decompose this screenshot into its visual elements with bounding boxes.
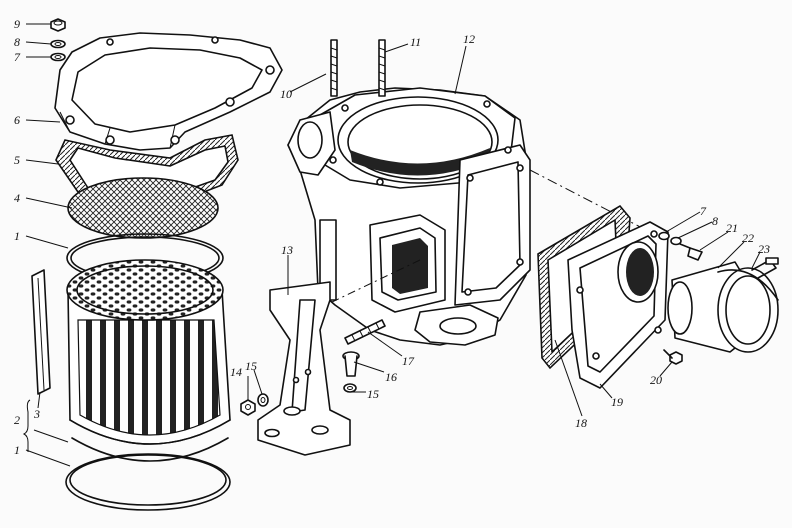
pipe-part-22 (667, 261, 779, 353)
washer-part-8 (50, 39, 66, 49)
washer-part-8-right (670, 236, 682, 246)
mesh-screen-part-4 (67, 177, 219, 239)
washer-part-15-left (257, 393, 269, 407)
nut-part-9 (50, 18, 66, 32)
callout-4: 4 (14, 191, 20, 205)
callout-8: 8 (14, 35, 20, 49)
washer-part-7 (50, 52, 66, 62)
callout-19: 19 (611, 395, 623, 409)
nut-part-14 (240, 399, 256, 416)
strip-part-3 (31, 269, 51, 395)
callout-10: 10 (280, 87, 292, 101)
callout-18: 18 (575, 416, 587, 430)
callout-2: 2 (14, 413, 20, 427)
callout-11: 11 (410, 35, 422, 49)
clamp-part-23 (717, 257, 779, 301)
bracket-part-13 (257, 281, 351, 456)
callout-22: 22 (742, 231, 754, 245)
callout-7: 7 (14, 50, 20, 64)
flange-plate-part-19 (567, 221, 669, 389)
callout-20: 20 (650, 373, 662, 387)
callout-8-right: 8 (712, 214, 718, 228)
stud-part-17 (344, 319, 386, 345)
callout-23: 23 (758, 242, 770, 256)
bolt-part-20 (663, 349, 683, 365)
callout-6: 6 (14, 113, 20, 127)
callout-1-lower: 1 (14, 443, 20, 457)
leader-lines (25, 23, 761, 467)
bolt-part-16 (342, 351, 360, 377)
callout-15-left: 15 (245, 359, 257, 373)
callout-1-upper: 1 (14, 229, 20, 243)
callout-12: 12 (463, 32, 475, 46)
callout-17: 17 (402, 354, 414, 368)
filter-element-part-2 (66, 259, 231, 462)
callout-9: 9 (14, 17, 20, 31)
callout-14: 14 (230, 365, 242, 379)
washer-part-15-right (343, 383, 357, 393)
callout-13: 13 (281, 243, 293, 257)
callout-16: 16 (385, 370, 397, 384)
bolt-part-21 (679, 243, 703, 261)
seal-ring-part-1-lower (65, 453, 231, 511)
callout-5: 5 (14, 153, 20, 167)
cover-part-6 (54, 32, 283, 151)
callout-15-right: 15 (367, 387, 379, 401)
housing-part-12 (287, 87, 531, 346)
washer-part-7-right (658, 231, 670, 241)
stud-part-10 (330, 39, 338, 97)
callout-3: 3 (34, 407, 40, 421)
callout-7-right: 7 (700, 204, 706, 218)
brace-part-2 (22, 399, 31, 452)
callout-21: 21 (726, 221, 738, 235)
stud-part-11 (378, 39, 386, 97)
